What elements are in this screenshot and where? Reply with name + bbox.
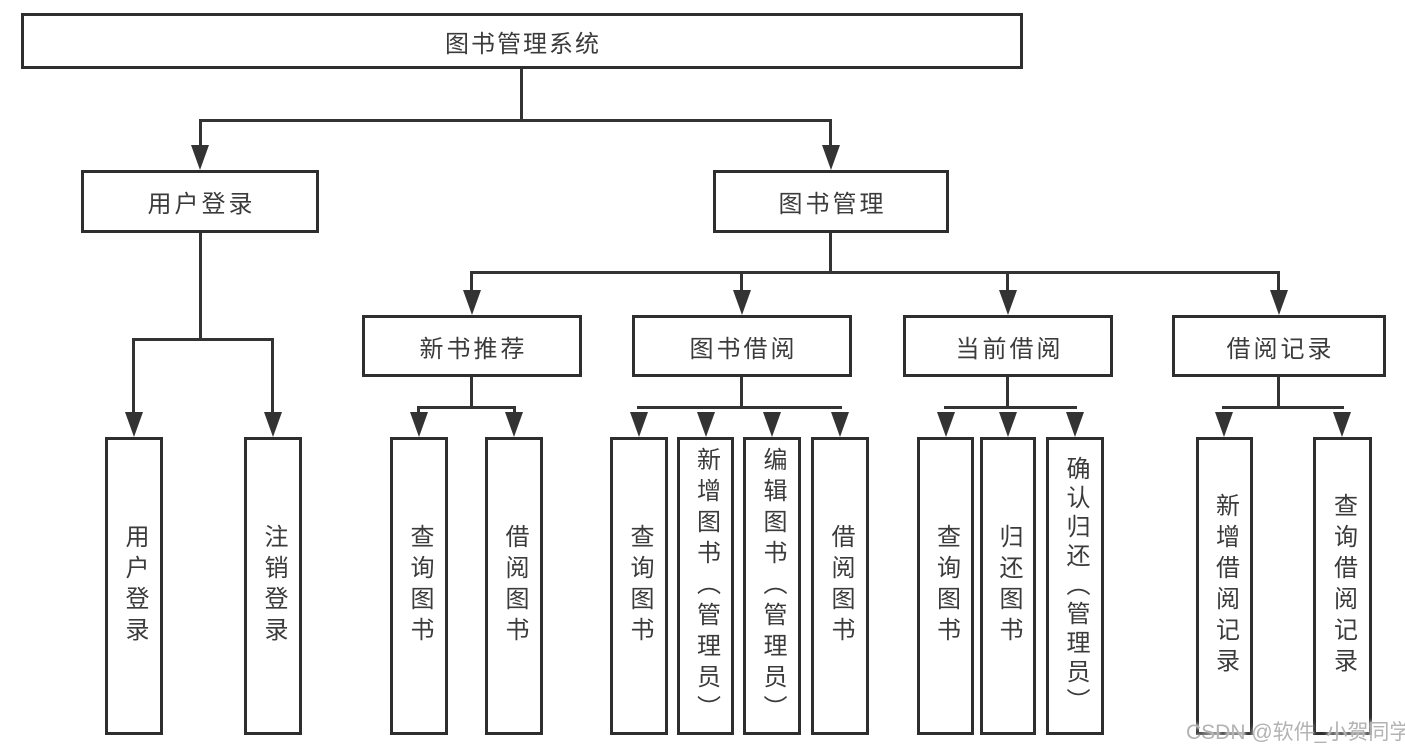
connector-recommend-bar [417, 406, 516, 409]
arrow-down-icon [822, 145, 840, 170]
leaf-borrow-books-borrowing: 借阅图书 [811, 437, 869, 735]
connector-login-drop-2 [271, 338, 274, 414]
arrow-down-icon [505, 412, 523, 437]
arrow-down-icon [191, 145, 209, 170]
connector-mgmt-bar [470, 271, 1280, 274]
arrow-down-icon [630, 412, 648, 437]
arrow-down-icon [763, 412, 781, 437]
connector-mgmt-drop-3 [1006, 271, 1009, 292]
connector-root-drop-right [829, 119, 832, 147]
connector-mgmt-drop-4 [1277, 271, 1280, 292]
connector-recommend-stem [470, 377, 473, 406]
arrow-down-icon [1215, 412, 1233, 437]
arrow-down-icon [463, 290, 481, 315]
arrow-down-icon [264, 412, 282, 437]
connector-root-drop-left [199, 119, 202, 147]
connector-borrowing-bar [637, 406, 842, 409]
node-new-book-recommend: 新书推荐 [362, 315, 582, 377]
leaf-return-book: 归还图书 [980, 437, 1036, 735]
arrow-down-icon [125, 412, 143, 437]
leaf-query-borrow-record: 查询借阅记录 [1313, 437, 1372, 735]
connector-mgmt-drop-2 [740, 271, 743, 292]
leaf-query-books-current: 查询图书 [917, 437, 974, 735]
node-user-login: 用户登录 [81, 170, 319, 233]
connector-login-drop-1 [132, 338, 135, 414]
arrow-down-icon [999, 290, 1017, 315]
connector-records-stem [1277, 377, 1280, 406]
node-current-borrowing: 当前借阅 [903, 315, 1113, 377]
connector-root-stem [520, 69, 523, 119]
connector-mgmt-stem [829, 233, 832, 271]
leaf-confirm-return-admin: 确认归还（管理员） [1046, 437, 1104, 735]
connector-login-bar [132, 338, 274, 341]
node-borrowing-records: 借阅记录 [1172, 315, 1386, 377]
connector-current-bar [944, 406, 1077, 409]
arrow-down-icon [999, 412, 1017, 437]
connector-recommend-drop-1 [417, 406, 420, 415]
arrow-down-icon [1270, 290, 1288, 315]
csdn-watermark: CSDN @软件_小贺同学 [1186, 721, 1405, 744]
arrow-down-icon [1333, 412, 1351, 437]
leaf-logout: 注销登录 [244, 437, 302, 735]
leaf-add-book-admin: 新增图书（管理员） [677, 437, 734, 735]
connector-mgmt-drop-1 [470, 271, 473, 292]
leaf-borrow-books-recommend: 借阅图书 [485, 437, 543, 735]
arrow-down-icon [697, 412, 715, 437]
node-root: 图书管理系统 [21, 13, 1023, 69]
leaf-query-books-borrowing: 查询图书 [610, 437, 668, 735]
arrow-down-icon [831, 412, 849, 437]
connector-root-bar [199, 119, 832, 122]
arrow-down-icon [937, 412, 955, 437]
connector-current-stem [1006, 377, 1009, 406]
node-book-management: 图书管理 [713, 170, 949, 233]
arrow-down-icon [410, 412, 428, 437]
leaf-add-borrow-record: 新增借阅记录 [1196, 437, 1253, 735]
connector-borrowing-stem [740, 377, 743, 406]
arrow-down-icon [1066, 412, 1084, 437]
leaf-user-login: 用户登录 [105, 437, 163, 735]
connector-login-stem [199, 233, 202, 338]
node-book-borrowing: 图书借阅 [632, 315, 852, 377]
leaf-edit-book-admin: 编辑图书（管理员） [743, 437, 801, 735]
connector-records-bar [1222, 406, 1344, 409]
leaf-query-books-recommend: 查询图书 [390, 437, 448, 735]
arrow-down-icon [733, 290, 751, 315]
connector-recommend-drop-2 [513, 406, 516, 415]
